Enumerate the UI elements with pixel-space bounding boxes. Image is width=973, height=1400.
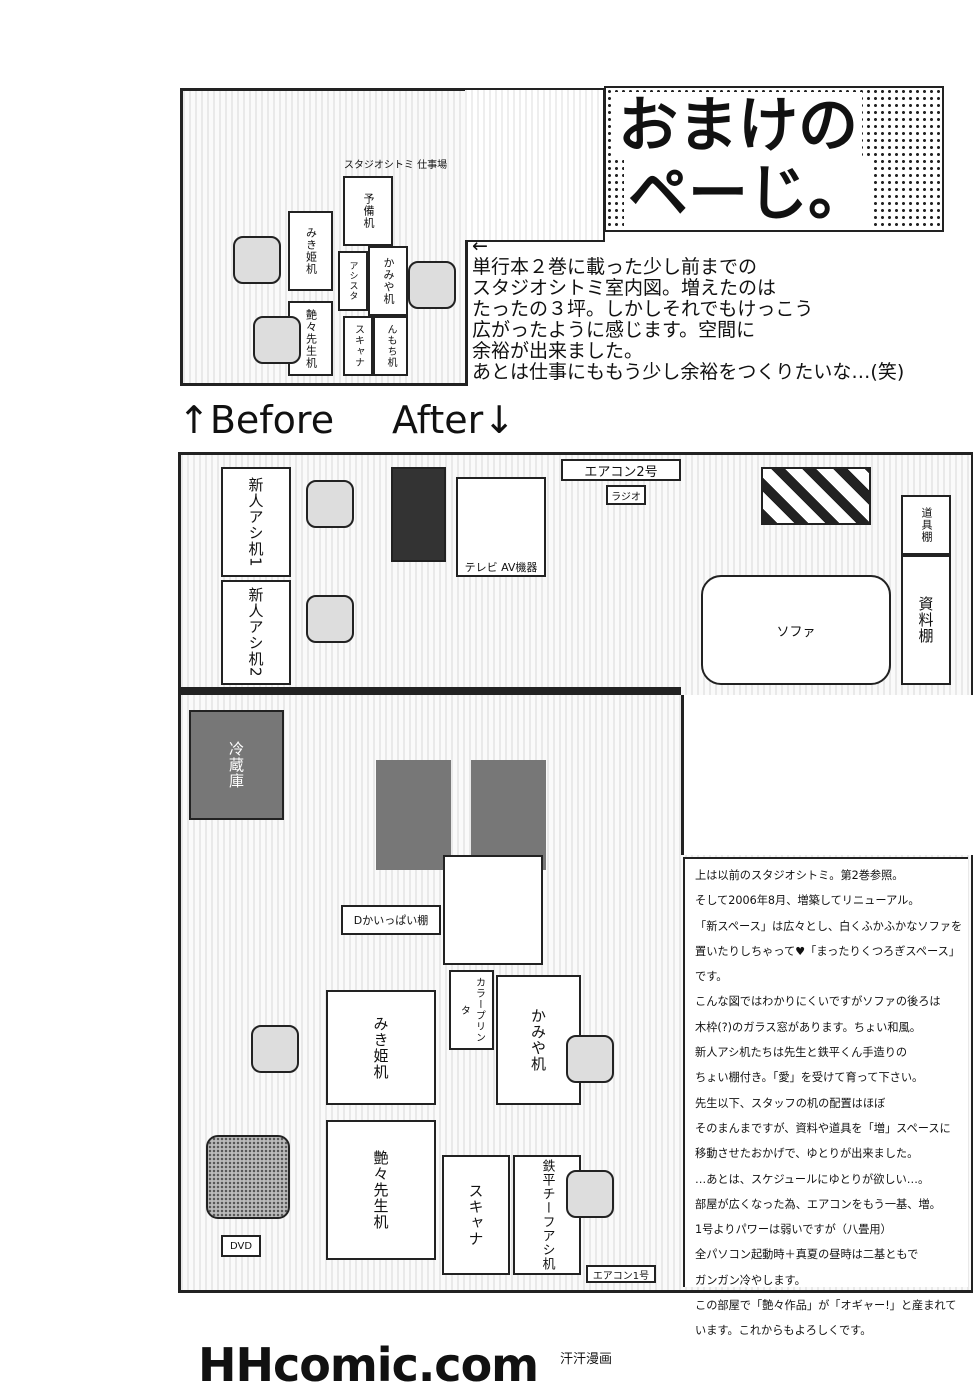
aircon-2: エアコン2号 <box>561 459 681 481</box>
aircon-1: エアコン1号 <box>586 1265 656 1283</box>
before-desk: 予備机 <box>343 176 393 246</box>
chair <box>306 595 354 643</box>
title-line-1: おまけの <box>614 92 862 160</box>
watermark-logo: HHcomic.com <box>198 1338 539 1392</box>
before-side-area <box>465 88 605 242</box>
teppei-desk: 鉄平チーフアシ机 <box>513 1155 581 1275</box>
chair <box>408 261 456 309</box>
rug <box>471 760 546 870</box>
before-desk: んもち机 <box>373 316 408 376</box>
title-line-2: ペーじ。 <box>624 160 872 228</box>
wall <box>681 695 973 855</box>
chair <box>566 1035 614 1083</box>
chair <box>251 1025 299 1073</box>
rug <box>376 760 451 870</box>
sofa: ソファ <box>701 575 891 685</box>
wall <box>181 687 681 695</box>
before-desk: かみや机 <box>368 246 408 316</box>
chair <box>566 1170 614 1218</box>
before-desk: スキャナ <box>343 316 373 376</box>
color-printer: カラープリンタ <box>449 970 494 1050</box>
description-text: 単行本２巻に載った少し前までの スタジオシトミ室内図。増えたのは たったの３坪。… <box>472 256 905 383</box>
watermark-text: HHcomic.com <box>198 1338 539 1392</box>
handwritten-note: 上は以前のスタジオシトミ。第2巻参照。 そして2006年8月、増築してリニューア… <box>683 857 968 1337</box>
scanner: スキャナ <box>442 1155 510 1275</box>
material-shelf: 資料棚 <box>901 555 951 685</box>
dvd: DVD <box>221 1235 261 1257</box>
shelf: Dかいっぱい棚 <box>341 905 441 935</box>
sensei-desk: 艶々先生机 <box>326 1120 436 1260</box>
window <box>761 467 871 525</box>
fridge: 冷蔵庫 <box>189 710 284 820</box>
description-arrow: ← <box>472 235 488 257</box>
page-title: おまけの ペーじ。 <box>604 86 944 232</box>
before-desk: アシスタ <box>338 251 368 311</box>
printer <box>443 855 543 965</box>
before-desk: みき姫机 <box>288 211 333 291</box>
chair <box>306 480 354 528</box>
studio-label: スタジオシトミ 仕事場 <box>343 159 448 171</box>
before-label: ↑Before <box>178 398 335 442</box>
black-cabinet <box>391 467 446 562</box>
watermark-sub: 汗汗漫画 <box>560 1352 613 1367</box>
after-label: After↓ <box>392 398 516 442</box>
new-desk-1: 新人アシ机1 <box>221 467 291 577</box>
radio: ラジオ <box>606 485 646 505</box>
miki-desk: みき姫机 <box>326 990 436 1105</box>
chair <box>233 236 281 284</box>
chair <box>253 316 301 364</box>
armchair <box>206 1135 290 1219</box>
tv-av: テレビ AV機器 <box>456 477 546 577</box>
new-desk-2: 新人アシ机2 <box>221 580 291 685</box>
after-floor-plan: エアコン2号 ラジオ テレビ AV機器 道具棚 資料棚 ソファ 新人アシ机1 新… <box>178 452 973 1337</box>
before-floor-plan: スタジオシトミ 仕事場 予備机 みき姫机 かみや机 アシスタ 艶々先生机 スキャ… <box>180 88 468 386</box>
tool-shelf: 道具棚 <box>901 495 951 555</box>
